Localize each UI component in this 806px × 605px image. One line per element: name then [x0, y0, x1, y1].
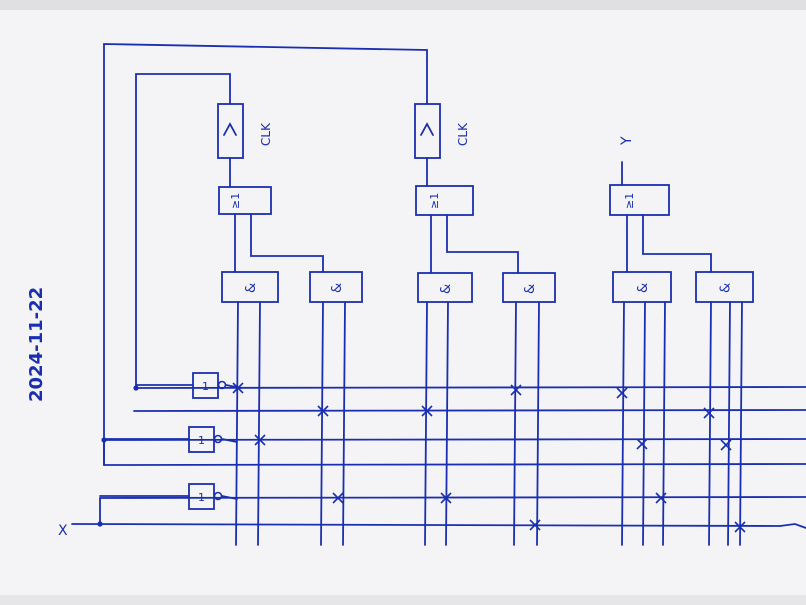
or-gate-1: ≥1 [218, 186, 272, 215]
date-label: 2024-11-22 [26, 287, 47, 402]
or-to-and-wires [234, 213, 712, 274]
input-x-label: X [58, 523, 68, 539]
and-gate-2-label: & [330, 283, 345, 293]
product-line [513, 301, 517, 546]
and-gates: &&&&&& [221, 271, 754, 303]
product-line [727, 301, 731, 546]
flipflop-1-clk-label: CLK [259, 122, 273, 146]
paper-bottom-edge [0, 595, 806, 605]
input-line-5 [99, 496, 806, 499]
product-line [621, 301, 625, 546]
or-gate-2: ≥1 [415, 185, 474, 216]
product-line [235, 301, 239, 546]
and-gate-4: & [502, 272, 556, 303]
product-line [642, 301, 646, 546]
inverters: 1 1 1 [99, 372, 242, 525]
connection-cross [421, 405, 433, 417]
connection-cross [440, 492, 452, 504]
inverter-3-label: 1 [198, 491, 205, 504]
and-gate-5-label: & [636, 283, 651, 293]
product-line [424, 301, 428, 546]
junction-dot [133, 385, 139, 391]
feedback-wire-outer [103, 43, 428, 466]
and-gate-6-label: & [719, 283, 734, 293]
or-gate-3: ≥1 [609, 184, 670, 216]
and-gate-3-label: & [439, 284, 454, 294]
or-gate-2-label: ≥1 [428, 193, 441, 209]
product-line [342, 301, 346, 546]
input-line-6 [71, 523, 781, 527]
connection-cross [720, 439, 732, 451]
product-line [739, 301, 743, 546]
connection-crosses [232, 382, 746, 533]
and-gate-2: & [309, 271, 363, 303]
connection-cross [734, 521, 746, 533]
connection-cross [254, 434, 266, 446]
input-line-1 [135, 386, 806, 389]
product-line [708, 301, 712, 546]
input-line-3 [103, 438, 806, 441]
paper-top-edge [0, 0, 806, 10]
or-gate-1-label: ≥1 [229, 193, 242, 209]
junction-dot [97, 521, 103, 527]
product-term-lines [235, 301, 743, 546]
and-gate-3: & [417, 272, 473, 303]
connection-cross [655, 492, 667, 504]
junction-dot [101, 437, 107, 443]
input-line-2 [133, 409, 806, 412]
connection-cross [703, 407, 715, 419]
inverter-2-label: 1 [198, 434, 205, 447]
and-gate-4-label: & [523, 284, 538, 294]
product-line [662, 301, 666, 546]
flipflop-2-clk-label: CLK [456, 122, 470, 146]
or-gate-3-label: ≥1 [623, 193, 636, 209]
connection-cross [332, 492, 344, 504]
feedback-wire-inner [135, 73, 231, 389]
connection-cross [529, 519, 541, 531]
inverter-2: 1 [103, 426, 238, 453]
junction-dots [97, 385, 139, 527]
connection-cross [232, 382, 244, 394]
input-line-tail [779, 523, 806, 529]
product-line [445, 301, 449, 546]
and-gate-6: & [695, 271, 754, 303]
connection-cross [510, 384, 522, 396]
and-gate-5: & [612, 271, 672, 303]
product-line [257, 301, 261, 546]
connection-cross [317, 405, 329, 417]
inverter-3: 1 [99, 483, 238, 510]
and-gate-1-label: & [244, 283, 259, 293]
product-line [536, 301, 540, 546]
output-y-label: Y [619, 136, 635, 146]
and-gate-1: & [221, 271, 279, 303]
connection-cross [616, 387, 628, 399]
connection-cross [636, 438, 648, 450]
input-line-4 [103, 463, 806, 466]
product-line [320, 301, 324, 546]
inverter-1-label: 1 [202, 380, 209, 393]
